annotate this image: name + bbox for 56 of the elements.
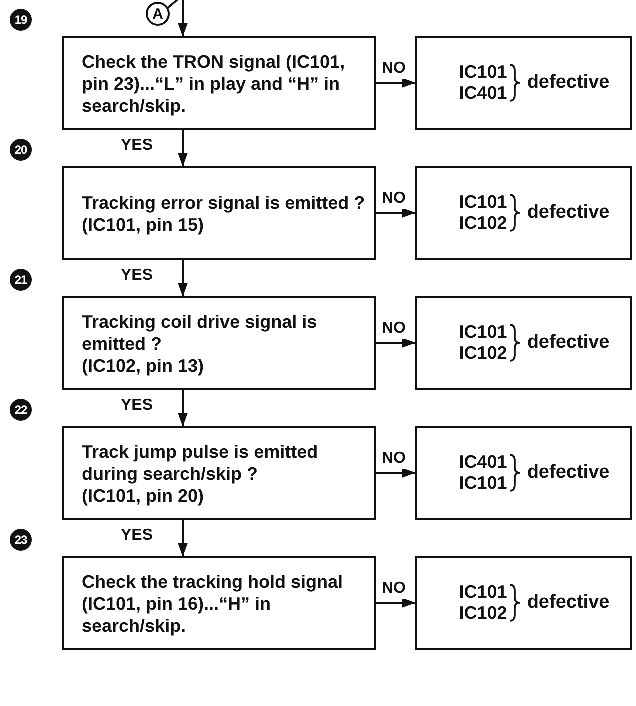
result-text: defective	[527, 592, 610, 614]
arrow	[376, 208, 416, 218]
ic-name: IC101	[459, 62, 508, 83]
check-text: (IC101, pin 20)	[82, 485, 204, 507]
leader-line	[167, 0, 181, 9]
check-box	[62, 296, 376, 390]
step-number: 19	[10, 9, 32, 31]
edge-label: NO	[381, 579, 407, 599]
arrow	[376, 468, 416, 478]
result-text: defective	[527, 332, 610, 354]
arrow	[376, 78, 416, 88]
check-text: (IC101, pin 15)	[82, 214, 204, 236]
arrow	[178, 260, 188, 297]
result-box	[415, 296, 632, 390]
step-number: 21	[10, 269, 32, 291]
ic-name: IC401	[459, 452, 508, 473]
edge-label: NO	[381, 319, 407, 339]
check-text: Track jump pulse is emitted during search/skip ?	[82, 441, 320, 485]
ic-name: IC401	[459, 83, 508, 104]
ic-name: IC101	[459, 192, 508, 213]
result-text: defective	[527, 202, 610, 224]
ic-name: IC101	[459, 582, 508, 603]
arrow	[178, 0, 188, 37]
ic-name: IC102	[459, 603, 508, 624]
ic-name: IC102	[459, 213, 508, 234]
check-box	[62, 166, 376, 260]
check-text: (IC102, pin 13)	[82, 355, 204, 377]
connector-letter: A	[152, 6, 164, 22]
arrow	[178, 390, 188, 427]
check-text: Check the TRON signal (IC101, pin 23)...“L” in play and “H” in search/skip.	[82, 51, 346, 117]
check-box	[62, 36, 376, 130]
result-box	[415, 556, 632, 650]
ic-name: IC101	[459, 322, 508, 343]
step-number: 20	[10, 139, 32, 161]
arrow	[178, 520, 188, 557]
check-text: Check the tracking hold signal (IC101, pin 16)...“H” in search/skip.	[82, 571, 344, 637]
ic-name: IC102	[459, 343, 508, 364]
edge-label: NO	[381, 449, 407, 469]
check-text: Tracking error signal is emitted ?	[82, 192, 366, 214]
step-number: 22	[10, 399, 32, 421]
result-box	[415, 36, 632, 130]
edge-label: NO	[381, 189, 407, 209]
arrow	[376, 338, 416, 348]
result-text: defective	[527, 72, 610, 94]
arrow	[376, 598, 416, 608]
check-box	[62, 556, 376, 650]
step-number: 23	[10, 529, 32, 551]
check-text: Tracking coil drive signal is emitted ?	[82, 311, 318, 355]
result-box	[415, 426, 632, 520]
edge-label: NO	[381, 59, 407, 79]
connector-circle	[146, 2, 170, 26]
result-text: defective	[527, 462, 610, 484]
result-box	[415, 166, 632, 260]
arrow	[178, 130, 188, 167]
ic-name: IC101	[459, 473, 508, 494]
check-box	[62, 426, 376, 520]
